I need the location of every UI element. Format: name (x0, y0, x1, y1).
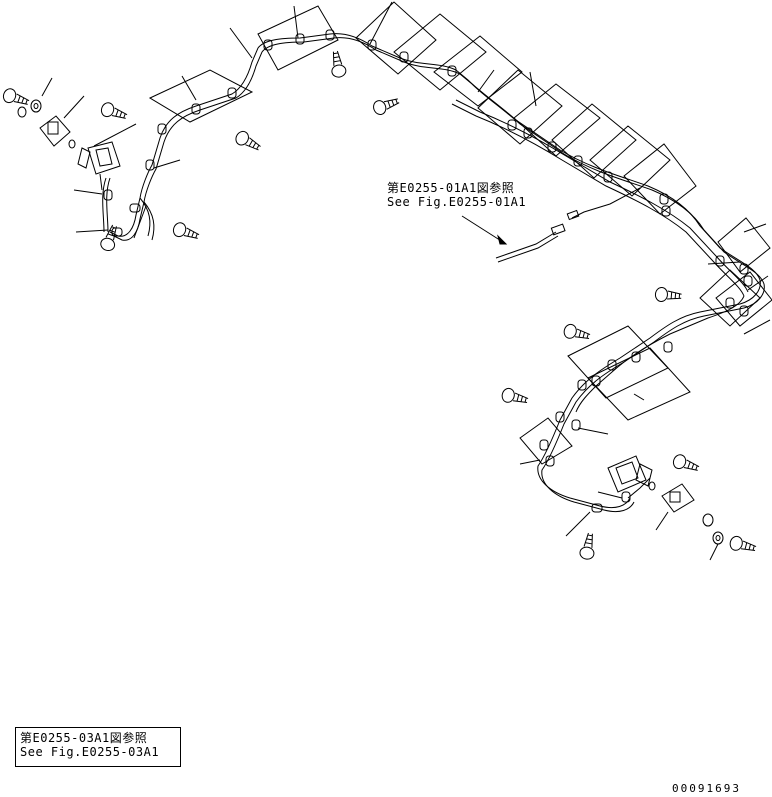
clip (367, 39, 377, 51)
washers (17, 99, 724, 545)
clip (739, 263, 749, 275)
harness-main (102, 33, 765, 513)
drawing-number: 00091693 (672, 782, 741, 795)
clip (715, 255, 725, 267)
clip (571, 419, 581, 431)
referenced-cable (461, 187, 641, 263)
bolt (331, 50, 347, 78)
clip (659, 193, 669, 205)
figure-reference-1-en: See Fig.E0255-01A1 (387, 195, 527, 209)
bolt (2, 88, 30, 105)
clip (157, 123, 167, 135)
clip (743, 275, 753, 287)
bolt (100, 102, 128, 119)
harness-clips (103, 29, 753, 513)
bolt (654, 287, 682, 302)
bolt (579, 532, 595, 560)
clip (191, 103, 201, 115)
figure-reference-2-box: 第E0255-03A1図参照 See Fig.E0255-03A1 (15, 727, 181, 767)
clip (577, 379, 587, 391)
clip (739, 305, 749, 317)
bolt (373, 98, 400, 115)
clip (661, 205, 671, 217)
clip (539, 439, 549, 451)
clip (603, 171, 613, 183)
clip (555, 411, 565, 423)
leader-lines (41, 1, 771, 561)
clip (447, 65, 457, 77)
bolt (235, 130, 261, 151)
clip (663, 341, 673, 353)
clip (325, 29, 335, 41)
bolt (100, 224, 117, 252)
clip (591, 503, 603, 513)
clip (545, 455, 555, 467)
figure-reference-1-jp: 第E0255-01A1図参照 (387, 181, 515, 195)
bolt (501, 387, 529, 403)
clip (573, 155, 583, 167)
bolts (2, 50, 757, 560)
clip-detail-boxes (148, 1, 772, 465)
figure-reference-1: 第E0255-01A1図参照 See Fig.E0255-01A1 (387, 181, 526, 209)
clip (103, 189, 113, 201)
bolt (729, 535, 757, 551)
clip (227, 87, 237, 99)
bolt (672, 454, 700, 471)
clip (725, 297, 735, 309)
clip (111, 227, 123, 237)
clip (507, 119, 517, 131)
clip (621, 491, 631, 503)
figure-reference-2-jp: 第E0255-03A1図参照 (20, 731, 148, 745)
clip (129, 203, 141, 213)
switch-unit-left (39, 115, 121, 191)
clip (145, 159, 155, 171)
clip (295, 33, 305, 45)
bolt (172, 222, 200, 239)
switch-unit-right (607, 455, 695, 513)
bolt (563, 323, 591, 339)
figure-reference-2-en: See Fig.E0255-03A1 (20, 745, 160, 759)
